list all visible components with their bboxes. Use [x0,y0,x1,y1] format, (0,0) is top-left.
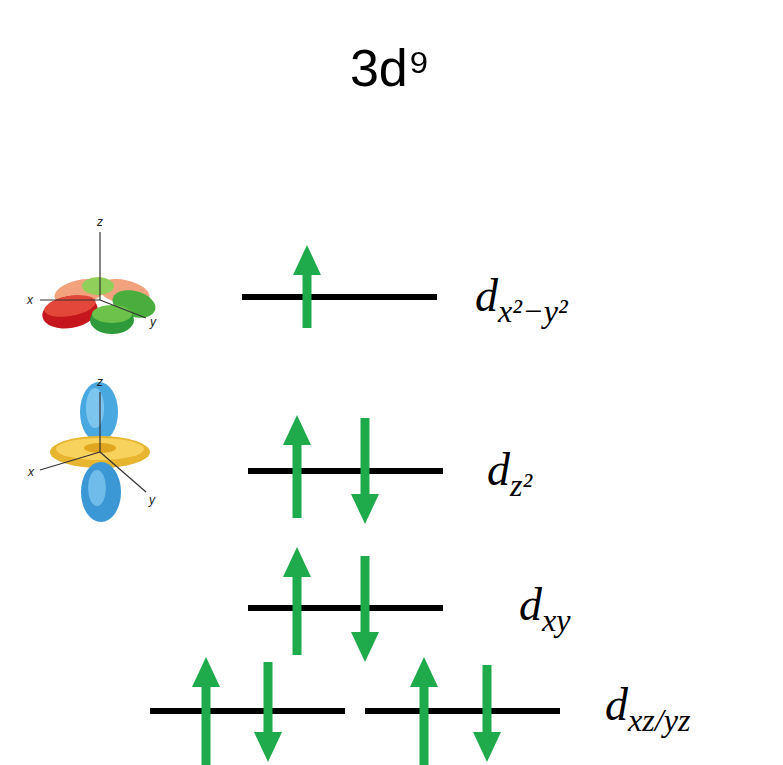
spin-down-arrow [473,732,501,762]
spin-down-arrow [351,632,379,662]
axis-label: y [149,493,155,507]
axis-line [100,300,146,318]
axis-line [100,452,146,492]
axis-line [40,299,100,300]
spin-up-arrow [283,415,311,445]
energy-level [242,294,437,300]
orbital-letter: d [519,579,542,630]
spin-up-arrow [410,657,438,687]
orbital-lobe [82,277,114,295]
orbital-subscript: xy [542,602,571,638]
spin-up-arrow [420,685,429,765]
spin-down-arrow [264,662,273,734]
orbital-lobe [80,382,118,442]
axis-label: x [28,465,34,479]
orbital-lobe [81,462,121,522]
orbital-letter: d [475,270,498,321]
axis-line [99,232,100,300]
axis-label: z [97,215,103,229]
orbital-lobe [92,305,132,323]
spin-down-arrow [361,418,370,496]
orbital-subscript: xz/yz [628,702,691,738]
spin-up-arrow [303,273,312,328]
axis-label: x [27,293,33,307]
energy-level [248,605,443,611]
orbital-label: dx²−y² [475,268,568,323]
spin-up-arrow [283,547,311,577]
orbital-lobe [43,292,98,321]
spin-up-arrow [202,685,211,765]
spin-up-arrow [293,575,302,655]
electron-spins [192,245,501,765]
config-title: 3d⁹ [350,38,430,98]
energy-level [248,468,443,474]
spin-down-arrow [254,732,282,762]
orbital-lobe [86,388,104,428]
axis-label: y [150,315,156,329]
dz2-orbital-icon [40,382,150,522]
spin-down-arrow [483,665,492,734]
orbital-letter: d [605,679,628,730]
spin-up-arrow [293,245,321,275]
spin-down-arrow [361,556,370,634]
energy-levels [150,297,560,711]
energy-level [365,708,560,714]
dx2y2-orbital-icon [40,232,159,334]
orbital-label: dxy [519,577,571,632]
orbital-subscript: z² [510,467,532,503]
orbital-letter: d [487,444,510,495]
axis-line [99,392,100,452]
orbital-label: dxz/yz [605,677,691,732]
orbital-lobe [88,470,106,506]
orbital-lobe [40,291,101,332]
orbital-label: dz² [487,442,532,497]
spin-up-arrow [293,443,302,518]
spin-down-arrow [351,494,379,524]
axis-label: z [97,375,103,389]
orbital-subscript: x²−y² [498,293,568,329]
spin-up-arrow [192,657,220,687]
axis-line [40,452,100,470]
energy-level [150,708,345,714]
